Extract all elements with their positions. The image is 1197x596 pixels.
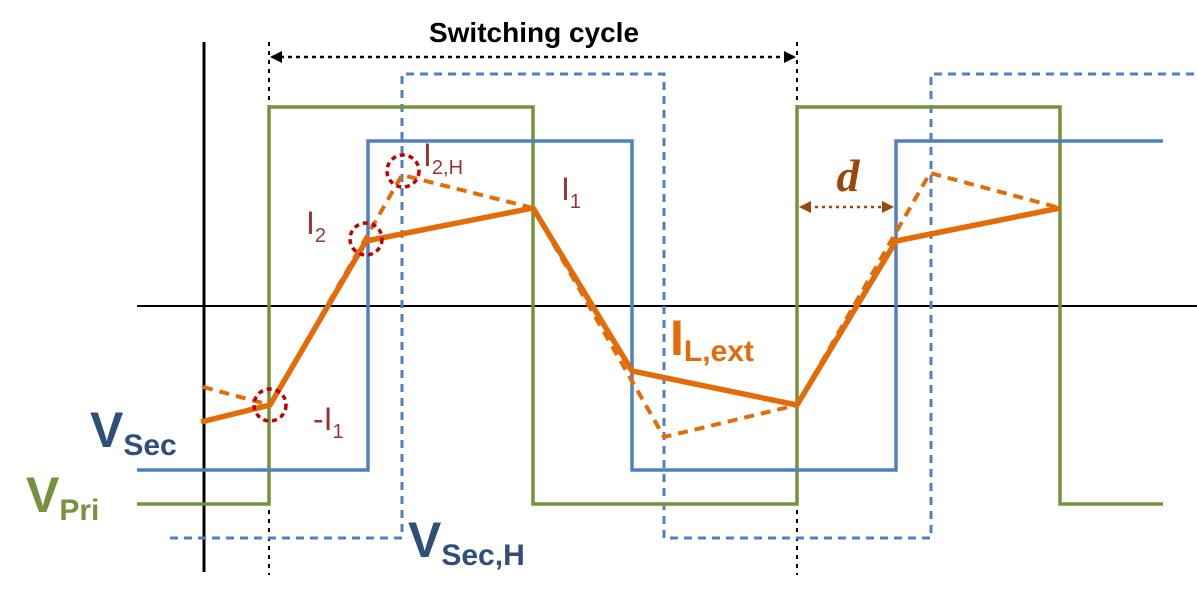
label-neg-i1: -I1: [313, 401, 344, 443]
label-ilext: IL,ext: [670, 310, 754, 368]
label-ilext-sub: L,ext: [684, 335, 754, 368]
label-i2h: I2,H: [423, 137, 463, 179]
label-ilext-main: I: [670, 310, 684, 366]
vpri-waveform: [137, 105, 1163, 506]
label-i1-main: I: [561, 171, 570, 207]
label-vsec-main: V: [90, 402, 124, 458]
label-i2h-sub: 2,H: [432, 157, 463, 179]
label-vpri: VPri: [26, 467, 99, 527]
label-i2h-main: I: [423, 137, 432, 173]
switching-cycle-label: Switching cycle: [429, 17, 639, 48]
label-vsec: VSec: [90, 402, 177, 462]
vsec-waveform: [137, 139, 1163, 472]
marker-circle-i2: [348, 221, 384, 257]
label-vsech-main: V: [408, 512, 442, 568]
marker-circle-neg-i1: [252, 387, 288, 423]
vsech-waveform: [170, 72, 1197, 540]
ilext-solid-current: [200, 205, 1061, 425]
label-i2-main: I: [306, 205, 315, 241]
ilext-dashed-current: [202, 170, 1061, 440]
marker-circle-i2h: [385, 153, 421, 189]
label-vpri-main: V: [26, 467, 60, 523]
label-neg-i1-main: -I: [313, 401, 333, 437]
label-i2-sub: 2: [315, 225, 326, 247]
delay-label: d: [837, 150, 861, 201]
label-i1-sub: 1: [570, 191, 581, 213]
label-neg-i1-sub: 1: [333, 421, 344, 443]
label-vsech: VSec,H: [408, 512, 525, 572]
label-vsec-sub: Sec: [123, 429, 176, 462]
label-vpri-sub: Pri: [59, 494, 99, 527]
label-i1: I1: [561, 171, 581, 213]
label-i2: I2: [306, 205, 326, 247]
label-vsech-sub: Sec,H: [441, 539, 524, 572]
